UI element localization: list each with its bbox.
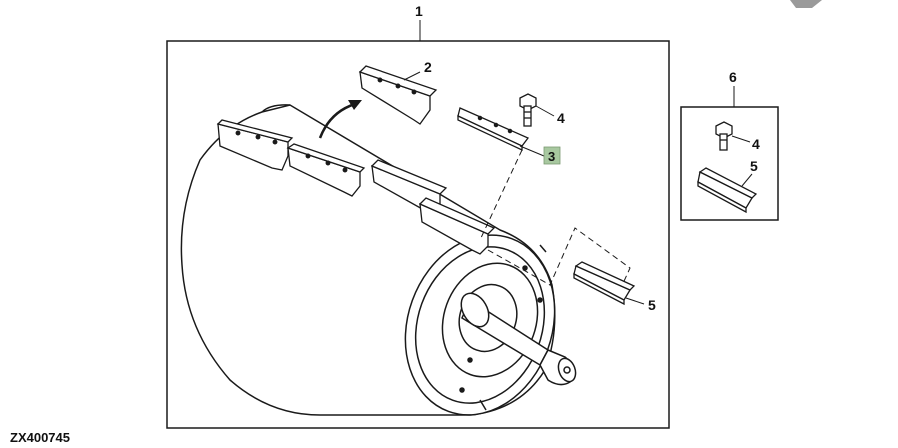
wedge-strip-kit: [697, 167, 758, 214]
kit-frame: [680, 106, 779, 221]
bolt-main: [519, 93, 537, 127]
callout-5-kit-leader: [741, 173, 753, 187]
assembly-dashed-line-2: [487, 227, 631, 291]
removal-arrow-head-icon: [348, 100, 362, 110]
callout-6: 6: [729, 69, 737, 85]
callout-5-kit: 5: [750, 158, 758, 174]
callout-5-main: 5: [648, 297, 656, 313]
callout-5-main-leader: [625, 297, 645, 305]
wedge-strip-main: [573, 261, 636, 306]
assembly-dashed-line-1: [479, 149, 523, 241]
callout-3-badge: [543, 146, 561, 165]
removal-arrow: [318, 102, 356, 139]
callout-2: 2: [424, 59, 432, 75]
callout-4-kit-leader: [731, 135, 751, 143]
bolt-kit: [715, 121, 733, 151]
main-frame: [166, 40, 670, 429]
callout-4-main-leader: [535, 105, 555, 117]
lag-segment-mounted-4: [418, 197, 496, 255]
conveyor-drum: [180, 104, 556, 416]
clamp-plate: [457, 107, 530, 152]
drum-shaft: [460, 292, 577, 386]
callout-2-leader: [403, 71, 421, 81]
figure-code: ZX400745: [10, 430, 70, 445]
corner-tab: [790, 0, 822, 8]
callout-4-main: 4: [557, 110, 565, 126]
lag-segment-loose: [358, 65, 438, 125]
lag-segment-mounted-2: [286, 143, 366, 197]
callout-3: 3: [548, 149, 555, 164]
lag-segment-mounted-1: [216, 119, 294, 171]
callout-4-kit: 4: [752, 136, 760, 152]
callout-3-leader: [519, 145, 545, 157]
callout-1: 1: [415, 3, 423, 19]
